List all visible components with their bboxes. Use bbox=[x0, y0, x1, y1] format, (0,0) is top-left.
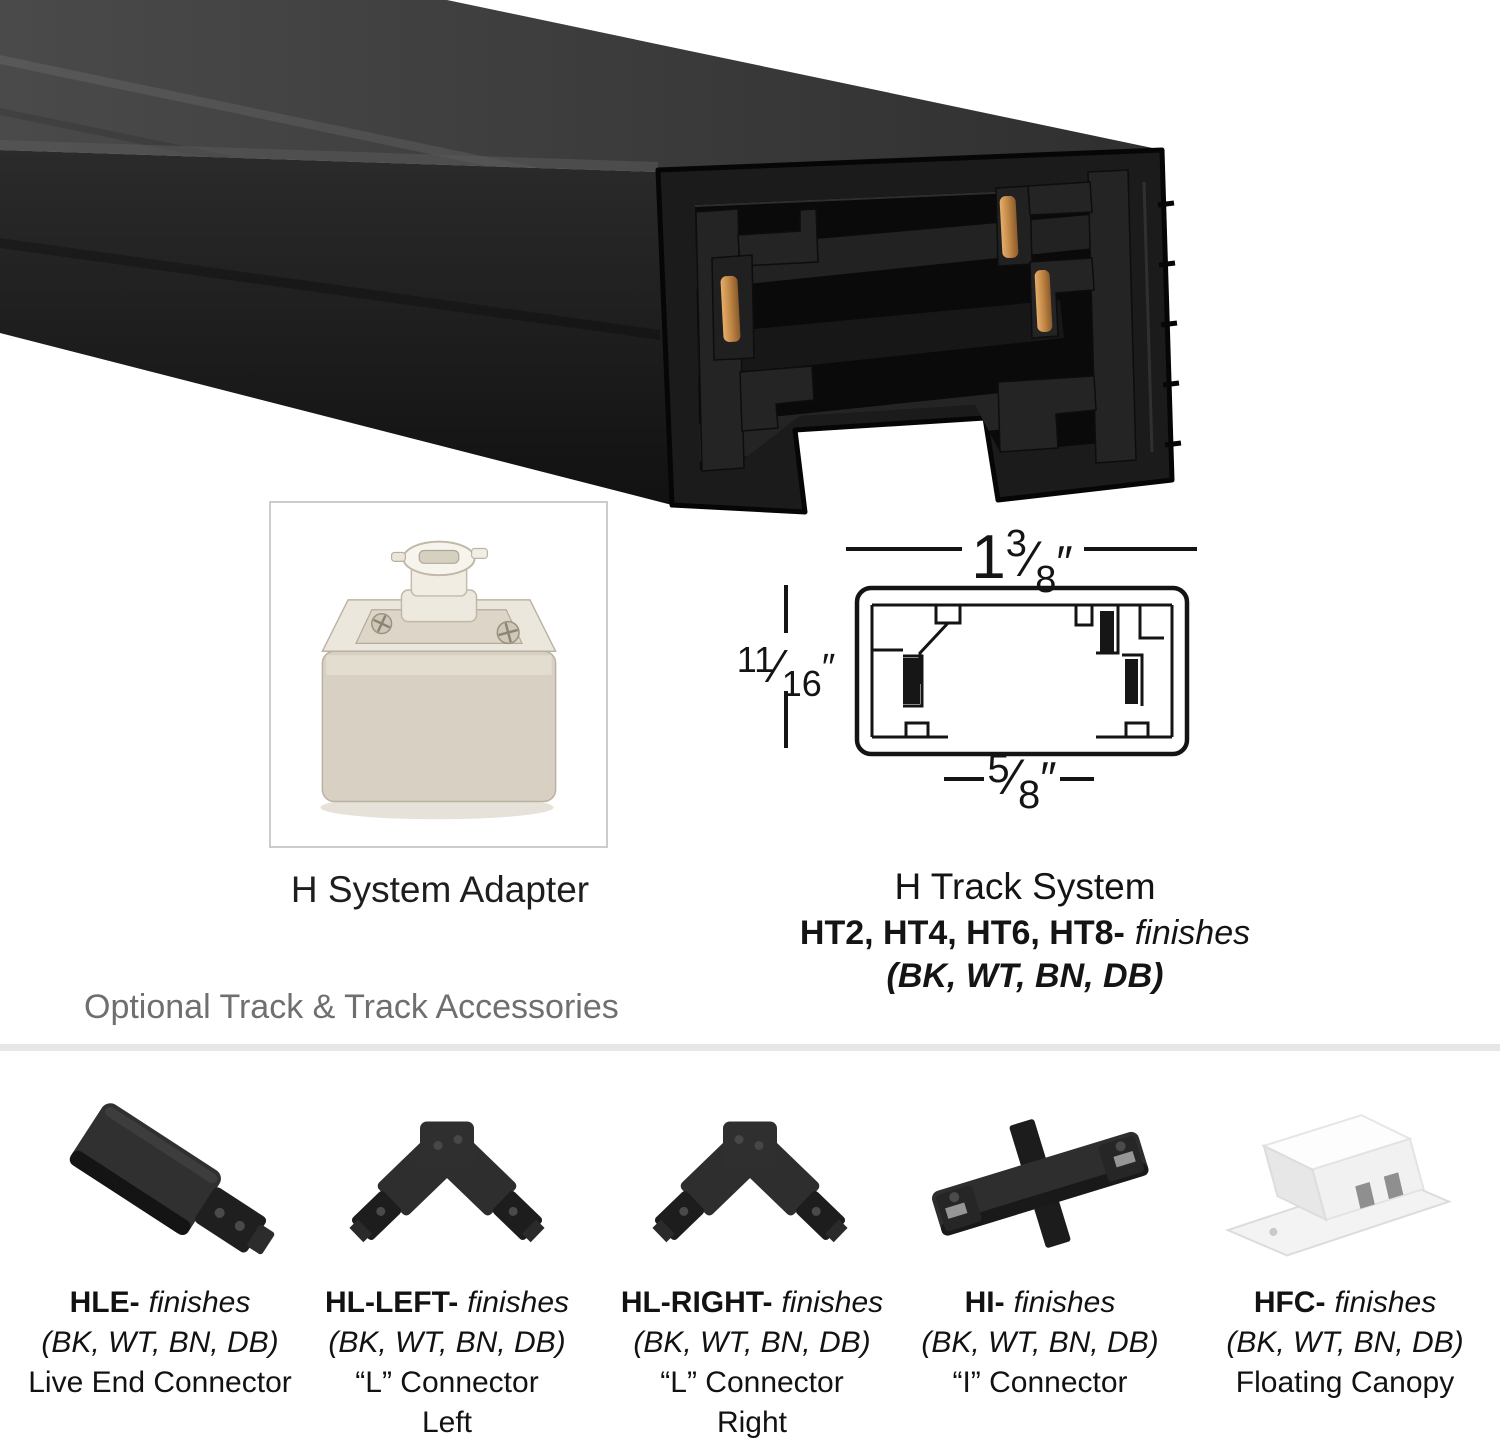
accessory-description: “L” Connector bbox=[355, 1366, 539, 1399]
adapter-screws bbox=[371, 612, 520, 645]
accessory-description: “I” Connector bbox=[952, 1366, 1128, 1399]
accessory-label-hl-left: HL-LEFT-finishes (BK, WT, BN, DB) “L” Co… bbox=[292, 1283, 602, 1443]
accessory-label-hi: HI-finishes (BK, WT, BN, DB) “I” Connect… bbox=[885, 1283, 1195, 1403]
accessory-image-hfc bbox=[1182, 1093, 1482, 1273]
copper-conductor-pins bbox=[720, 195, 1053, 343]
i-connector-icon bbox=[931, 1119, 1149, 1248]
accessory-finish-codes: (BK, WT, BN, DB) bbox=[633, 1326, 871, 1359]
accessory-finishes-word: finishes bbox=[467, 1286, 570, 1319]
h-system-adapter-image bbox=[320, 540, 557, 820]
accessory-finish-codes: (BK, WT, BN, DB) bbox=[328, 1326, 566, 1359]
live-end-connector-icon bbox=[69, 1103, 275, 1255]
track-cross-section-diagram: 13⁄8″ 11⁄16″ 5⁄8″ bbox=[737, 523, 1197, 815]
accessory-finish-codes: (BK, WT, BN, DB) bbox=[41, 1326, 279, 1359]
track-system-info: H Track System HT2, HT4, HT6, HT8-finish… bbox=[790, 866, 1260, 996]
width-dimension-label: 13⁄8″ bbox=[971, 523, 1072, 601]
section-divider bbox=[0, 1044, 1500, 1051]
accessory-code: HLE- bbox=[69, 1286, 140, 1319]
accessory-code-line: HL-LEFT-finishes bbox=[292, 1283, 602, 1323]
cross-section-outline bbox=[854, 585, 1190, 757]
rail-wall-ribs bbox=[1157, 200, 1182, 448]
accessory-finishes-word: finishes bbox=[1013, 1286, 1116, 1319]
rail-cross-section-face bbox=[655, 147, 1182, 515]
accessory-code-line: HLE-finishes bbox=[5, 1283, 315, 1323]
track-finish-codes: (BK, WT, BN, DB) bbox=[886, 957, 1164, 995]
height-dimension-label: 11⁄16″ bbox=[737, 639, 836, 704]
l-connector-left-icon bbox=[349, 1121, 545, 1243]
accessory-code: HL-LEFT- bbox=[324, 1286, 459, 1319]
accessory-description: Right bbox=[716, 1406, 788, 1439]
accessory-code: HFC- bbox=[1253, 1286, 1326, 1319]
accessory-code-line: HI-finishes bbox=[885, 1283, 1195, 1323]
accessory-finish-codes: (BK, WT, BN, DB) bbox=[1226, 1326, 1464, 1359]
accessory-finishes-word: finishes bbox=[781, 1286, 884, 1319]
adapter-image-frame bbox=[269, 501, 608, 848]
accessory-description: Floating Canopy bbox=[1235, 1366, 1455, 1399]
accessory-description: Left bbox=[421, 1406, 473, 1439]
accessory-image-hl-right bbox=[600, 1093, 900, 1273]
rail-front-face bbox=[0, 150, 672, 505]
accessory-image-hi bbox=[890, 1093, 1190, 1273]
track-model-numbers: HT2, HT4, HT6, HT8-finishes bbox=[790, 914, 1260, 953]
accessory-label-hle: HLE-finishes (BK, WT, BN, DB) Live End C… bbox=[5, 1283, 315, 1403]
slot-dimension-label: 5⁄8″ bbox=[987, 747, 1056, 815]
accessory-image-hl-left bbox=[297, 1093, 597, 1273]
track-rail-photo bbox=[0, 0, 1182, 515]
finishes-word: finishes bbox=[1134, 914, 1251, 952]
adapter-label: H System Adapter bbox=[290, 869, 590, 910]
accessory-finishes-word: finishes bbox=[148, 1286, 251, 1319]
accessory-finishes-word: finishes bbox=[1334, 1286, 1437, 1319]
l-connector-right-icon bbox=[652, 1121, 848, 1243]
accessory-code-line: HL-RIGHT-finishes bbox=[597, 1283, 907, 1323]
accessory-description: Live End Connector bbox=[28, 1366, 292, 1399]
accessory-code: HI- bbox=[964, 1286, 1005, 1319]
accessory-label-hl-right: HL-RIGHT-finishes (BK, WT, BN, DB) “L” C… bbox=[597, 1283, 907, 1443]
accessory-finish-codes: (BK, WT, BN, DB) bbox=[921, 1326, 1159, 1359]
accessory-code: HL-RIGHT- bbox=[620, 1286, 773, 1319]
dimension-lines bbox=[784, 547, 1197, 781]
track-system-title: H Track System bbox=[894, 866, 1156, 907]
floating-canopy-icon bbox=[1225, 1114, 1452, 1257]
accessory-label-hfc: HFC-finishes (BK, WT, BN, DB) Floating C… bbox=[1190, 1283, 1500, 1403]
accessory-description: “L” Connector bbox=[660, 1366, 844, 1399]
accessory-code-line: HFC-finishes bbox=[1190, 1283, 1500, 1323]
model-codes: HT2, HT4, HT6, HT8- bbox=[799, 914, 1125, 952]
accessories-section-title: Optional Track & Track Accessories bbox=[84, 988, 619, 1026]
adapter-stem bbox=[390, 540, 489, 623]
accessory-image-hle bbox=[30, 1093, 330, 1273]
adapter-body bbox=[321, 599, 557, 803]
